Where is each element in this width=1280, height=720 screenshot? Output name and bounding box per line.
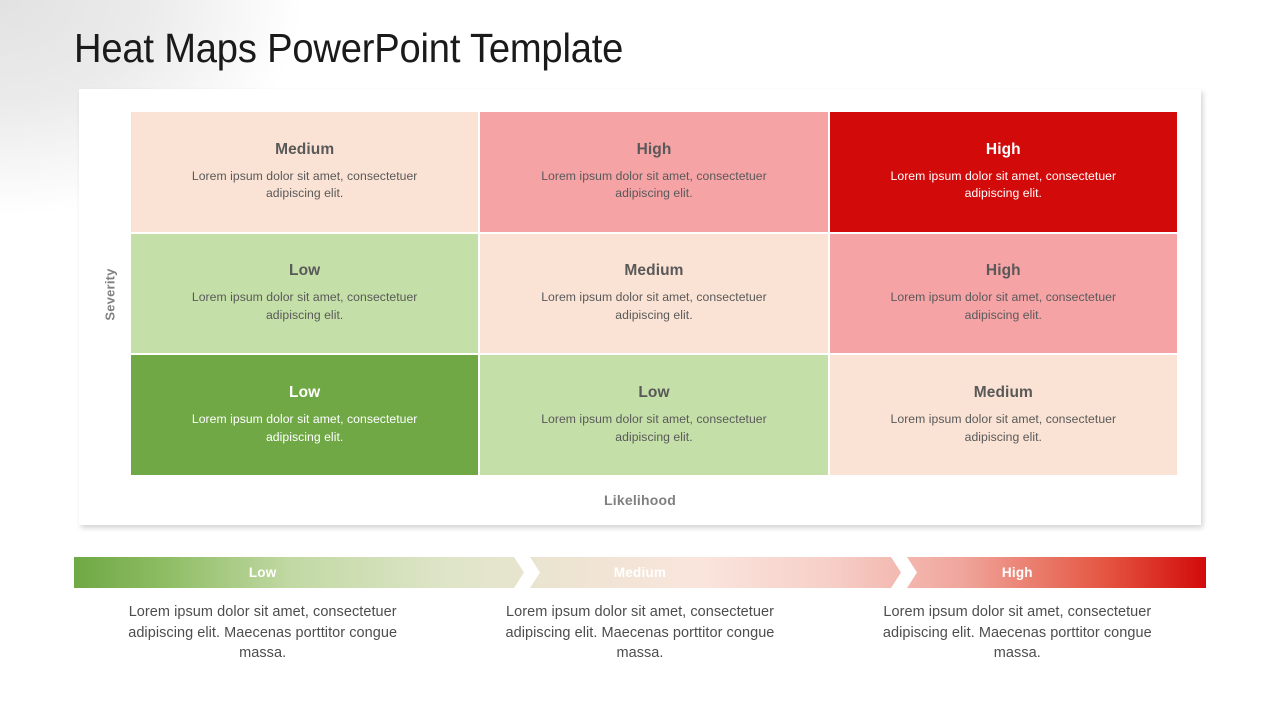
heatmap-cell-title: High xyxy=(985,140,1021,158)
heatmap-cell-body: Lorem ipsum dolor sit amet, consectetuer… xyxy=(890,290,1117,322)
legend-descriptions: Lorem ipsum dolor sit amet, consectetuer… xyxy=(74,602,1206,664)
heatmap-cell-title: Low xyxy=(289,262,321,280)
heatmap-cell-title: Medium xyxy=(624,262,684,280)
heatmap-cell-title: High xyxy=(636,140,672,158)
heatmap-cell[interactable]: Medium Lorem ipsum dolor sit amet, conse… xyxy=(131,112,479,232)
legend-description-low: Lorem ipsum dolor sit amet, consectetuer… xyxy=(128,604,398,662)
heatmap-cell[interactable]: Medium Lorem ipsum dolor sit amet, conse… xyxy=(480,233,828,354)
heatmap-cell-title: Low xyxy=(638,383,670,401)
heatmap-cell[interactable]: Low Lorem ipsum dolor sit amet, consecte… xyxy=(131,233,479,354)
heatmap-cell-body: Lorem ipsum dolor sit amet, consectetuer… xyxy=(890,168,1117,201)
page-title: Heat Maps PowerPoint Template xyxy=(74,25,624,71)
heatmap-cell-title: High xyxy=(985,262,1021,280)
heatmap-cell-body: Lorem ipsum dolor sit amet, consectetuer… xyxy=(191,411,418,444)
heatmap-cell-body: Lorem ipsum dolor sit amet, consectetuer… xyxy=(541,411,767,444)
severity-legend-bar: Low Medium High xyxy=(74,557,1206,588)
heatmap-cell[interactable]: High Lorem ipsum dolor sit amet, consect… xyxy=(480,112,828,232)
legend-description-medium: Lorem ipsum dolor sit amet, consectetuer… xyxy=(505,604,775,662)
legend-segment-label: Medium xyxy=(613,565,667,580)
heatmap-grid: Medium Lorem ipsum dolor sit amet, conse… xyxy=(131,112,1177,475)
legend-segment-label: High xyxy=(1001,565,1033,580)
heatmap-cell[interactable]: High Lorem ipsum dolor sit amet, consect… xyxy=(829,233,1177,354)
legend-segment-high[interactable]: High xyxy=(828,557,1206,588)
heatmap-cell[interactable]: Low Lorem ipsum dolor sit amet, consecte… xyxy=(131,355,479,475)
legend-description-high: Lorem ipsum dolor sit amet, consectetuer… xyxy=(882,604,1152,662)
heatmap-cell-title: Medium xyxy=(275,140,335,158)
legend-segment-low[interactable]: Low xyxy=(74,557,452,588)
heatmap-cell-body: Lorem ipsum dolor sit amet, consectetuer… xyxy=(191,168,418,201)
heatmap-cell-body: Lorem ipsum dolor sit amet, consectetuer… xyxy=(541,290,767,322)
legend-segment-medium[interactable]: Medium xyxy=(451,557,829,588)
heatmap-cell[interactable]: Low Lorem ipsum dolor sit amet, consecte… xyxy=(480,355,828,475)
heatmap-cell-title: Medium xyxy=(973,383,1033,401)
y-axis-label: Severity xyxy=(95,234,125,354)
heatmap-cell-title: Low xyxy=(289,383,321,401)
heatmap-cell[interactable]: Medium Lorem ipsum dolor sit amet, conse… xyxy=(829,355,1177,475)
heatmap-cell-body: Lorem ipsum dolor sit amet, consectetuer… xyxy=(890,411,1117,444)
heatmap-cell-body: Lorem ipsum dolor sit amet, consectetuer… xyxy=(541,168,767,201)
heatmap-cell[interactable]: High Lorem ipsum dolor sit amet, consect… xyxy=(829,112,1177,232)
legend-segment-label: Low xyxy=(248,565,277,580)
heatmap-cell-body: Lorem ipsum dolor sit amet, consectetuer… xyxy=(191,290,418,322)
y-axis-label-text: Severity xyxy=(102,267,118,321)
x-axis-label: Likelihood xyxy=(604,492,676,508)
